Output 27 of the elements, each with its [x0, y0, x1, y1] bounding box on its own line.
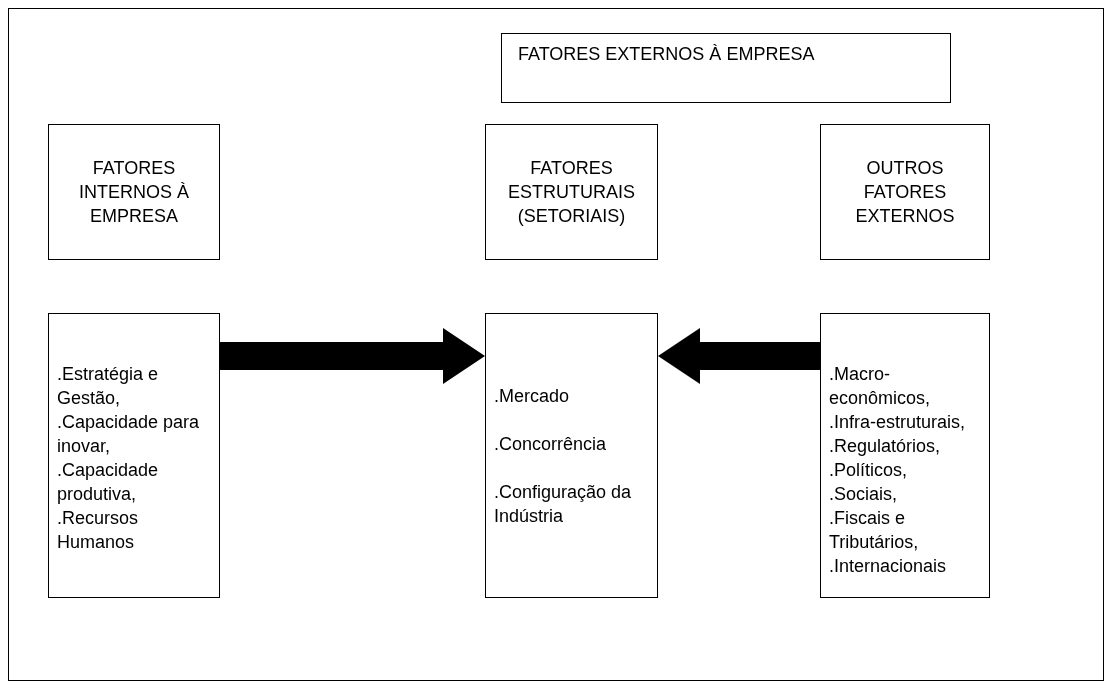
title-box	[501, 33, 951, 103]
factor-list-box	[485, 313, 658, 598]
list-item: .Sociais,	[829, 483, 899, 506]
list-item: .Capacidade produtiva,	[57, 459, 160, 506]
list-item: .Configuração da Indústria	[494, 481, 633, 528]
list-item: .Internacionais	[829, 555, 948, 578]
block-arrow	[220, 328, 485, 384]
block-arrow	[658, 328, 820, 384]
box-heading: FATORES INTERNOS À EMPRESA	[78, 157, 190, 228]
box-heading: OUTROS FATORES EXTERNOS	[854, 157, 956, 228]
category-box	[48, 124, 220, 260]
factor-list-box	[48, 313, 220, 598]
list-item: .Mercado	[494, 385, 571, 408]
list-item: .Recursos Humanos	[57, 507, 140, 554]
box-heading: FATORES EXTERNOS À EMPRESA	[518, 43, 816, 66]
category-box	[820, 124, 990, 260]
list-item: .Políticos,	[829, 459, 909, 482]
list-item: .Estratégia e Gestão,	[57, 363, 160, 410]
box-heading: FATORES ESTRUTURAIS (SETORIAIS)	[507, 157, 636, 228]
category-box	[485, 124, 658, 260]
list-item: .Capacidade para inovar,	[57, 411, 201, 458]
list-item: .Concorrência	[494, 433, 608, 456]
list-item: .Macro-econômicos,	[829, 363, 932, 410]
factor-list-box	[820, 313, 990, 598]
list-item: .Regulatórios,	[829, 435, 942, 458]
list-item: .Infra-estruturais,	[829, 411, 967, 434]
list-item: .Fiscais e Tributários,	[829, 507, 920, 554]
